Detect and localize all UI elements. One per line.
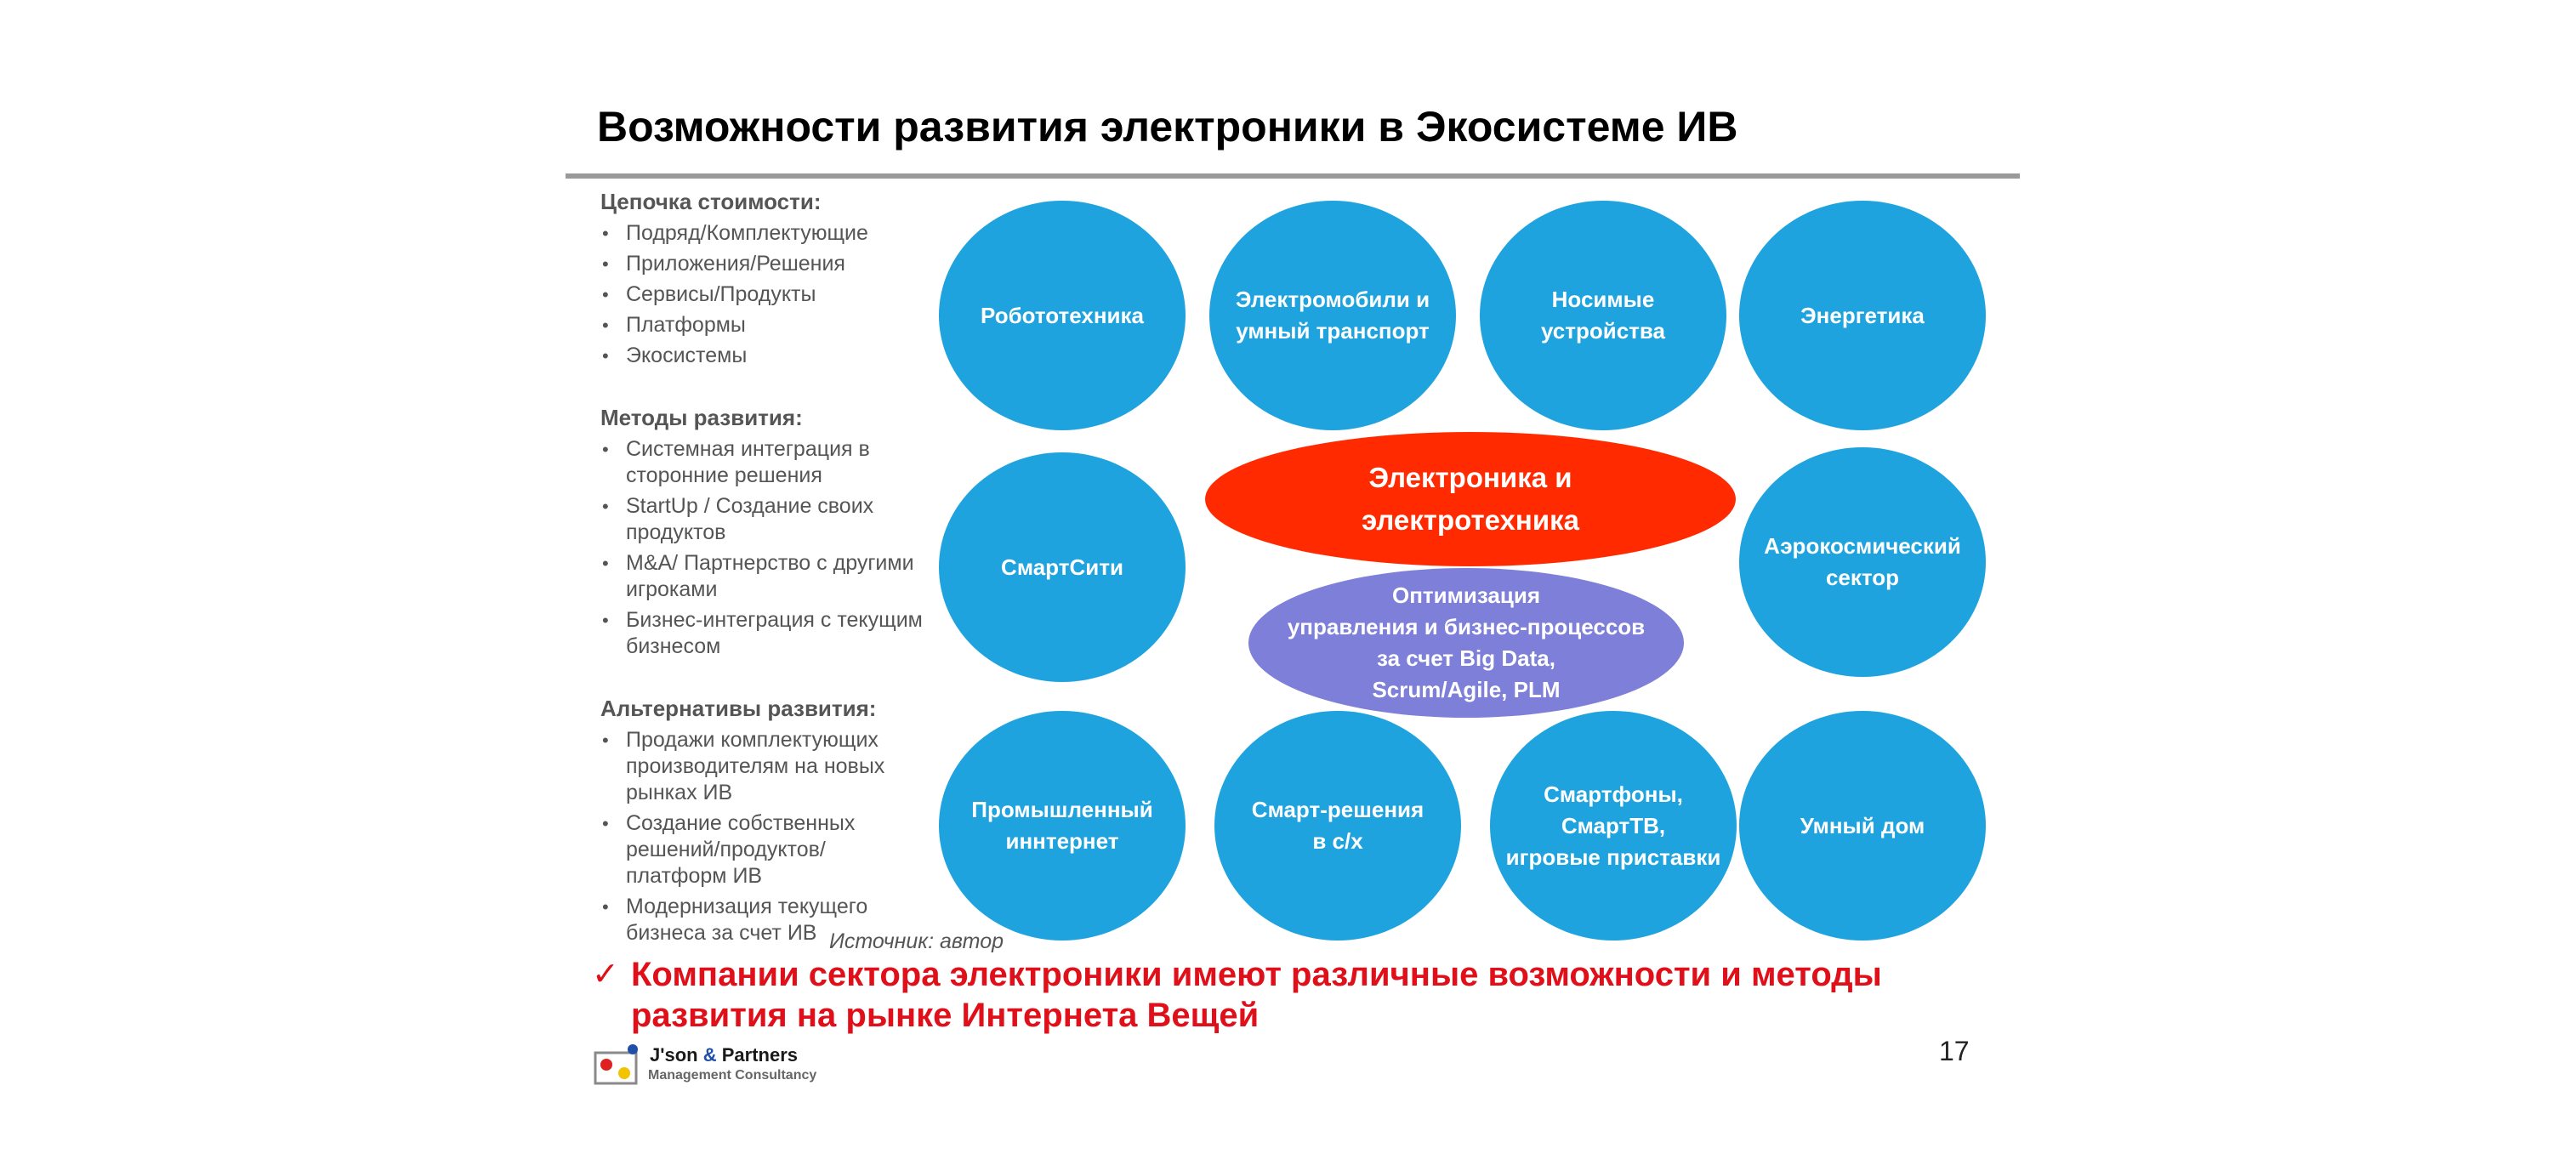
circle-industrial-internet: Промышленный иннтернет [939,711,1186,941]
circle-energy: Энергетика [1739,201,1986,430]
circle-smart-agriculture: Смарт-решения в с/х [1214,711,1461,941]
methods-section: Методы развития: Системная интеграция в … [600,405,924,664]
center-ellipse: Электроника и электротехника [1205,432,1736,566]
company-logo: J'son & Partners Management Consultancy [594,1034,849,1090]
logo-name: J'son & Partners [650,1044,798,1066]
list-item: Экосистемы [600,343,924,369]
methods-heading: Методы развития: [600,405,803,430]
slide-title: Возможности развития электроники в Экоси… [597,103,1738,151]
value-chain-section: Цепочка стоимости: Подряд/Комплектующие … [600,189,924,373]
list-item: Продажи комплектующих производителям на … [600,727,924,806]
list-item: Сервисы/Продукты [600,281,924,308]
source-note: Источник: автор [829,929,1004,953]
circle-smart-city: СмартСити [939,452,1186,682]
alternatives-heading: Альтернативы развития: [600,696,877,721]
logo-subtitle: Management Consultancy [648,1068,817,1083]
logo-mark-icon [594,1044,638,1085]
list-item: M&A/ Партнерство с другими игроками [600,550,924,603]
title-divider [566,173,2020,179]
logo-ampersand: & [697,1044,722,1066]
list-item: Модернизация текущего бизнеса за счет ИВ [600,894,924,946]
alternatives-list: Продажи комплектующих производителям на … [600,727,924,946]
checkmark-icon: ✓ [592,957,619,992]
conclusion-text: Компании сектора электроники имеют разли… [631,956,1882,1034]
page-number: 17 [1939,1036,1970,1066]
list-item: Системная интеграция в сторонние решения [600,436,924,489]
circle-smart-home: Умный дом [1739,711,1986,941]
list-item: Подряд/Комплектующие [600,220,924,247]
circle-electric-vehicles: Электромобили и умный транспорт [1209,201,1456,430]
list-item: StartUp / Создание своих продуктов [600,493,924,546]
circle-aerospace: Аэрокосмический сектор [1739,447,1986,677]
list-item: Платформы [600,312,924,338]
logo-name-part: J'son [650,1044,698,1066]
optimization-ellipse: Оптимизация управления и бизнес-процессо… [1248,568,1684,718]
list-item: Бизнес-интеграция с текущим бизнесом [600,607,924,660]
methods-list: Системная интеграция в сторонние решения… [600,436,924,660]
circle-robotics: Робототехника [939,201,1186,430]
circle-smartphones-tv: Смартфоны, СмартТВ, игровые приставки [1490,711,1737,941]
alternatives-section: Альтернативы развития: Продажи комплекту… [600,696,924,951]
list-item: Создание собственных решений/продуктов/ … [600,810,924,889]
value-chain-list: Подряд/Комплектующие Приложения/Решения … [600,220,924,369]
value-chain-heading: Цепочка стоимости: [600,189,822,214]
circle-wearables: Носимые устройства [1480,201,1726,430]
list-item: Приложения/Решения [600,251,924,277]
logo-name-part: Partners [721,1044,798,1066]
